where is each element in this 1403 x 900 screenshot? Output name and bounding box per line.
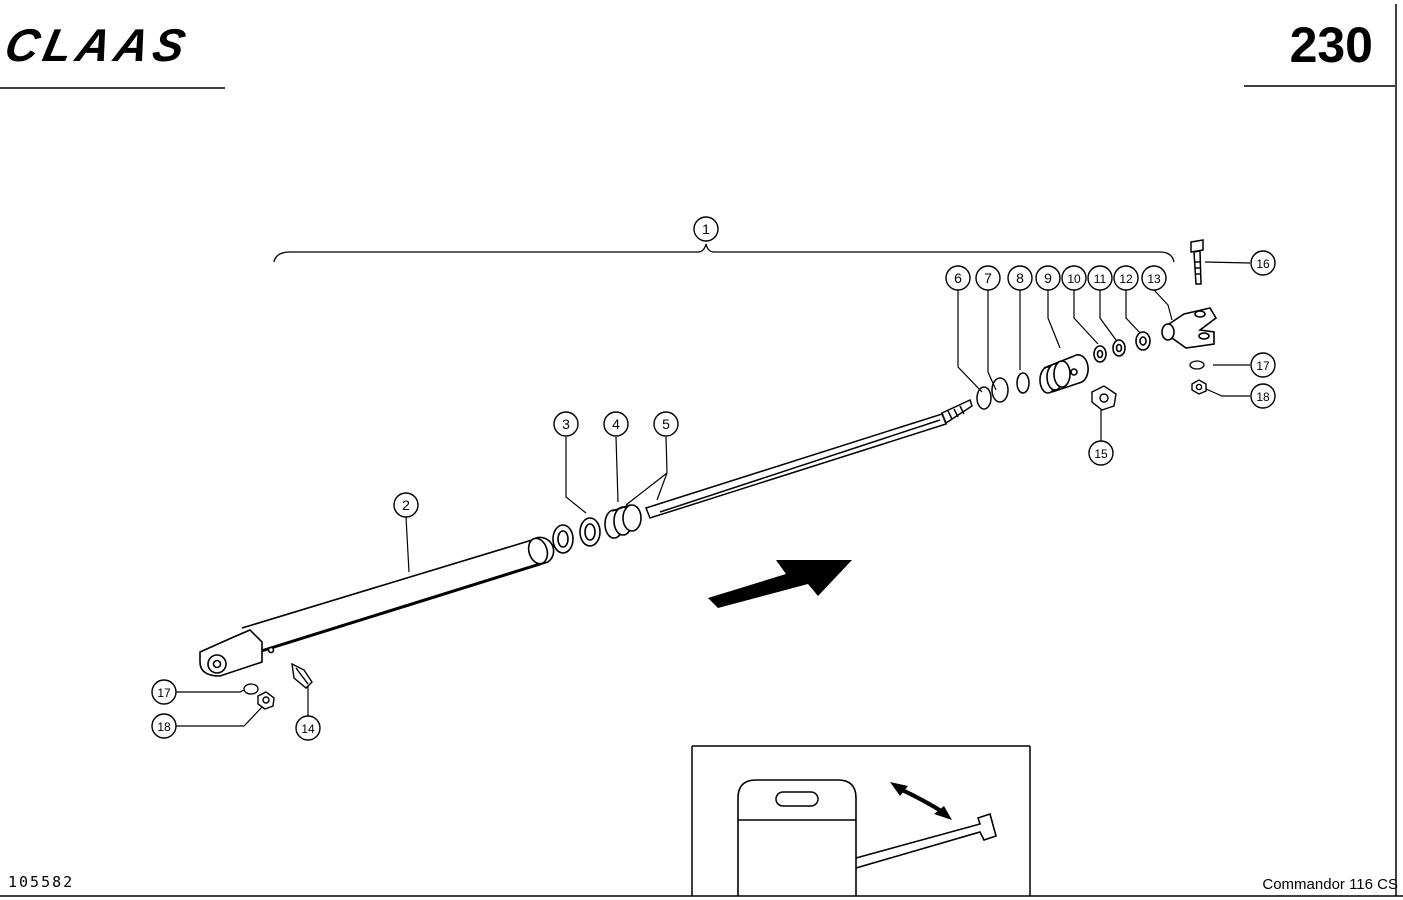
callout-2: 2: [393, 492, 419, 518]
document-number: 105582: [8, 873, 75, 891]
callout-13-label: 13: [1147, 272, 1161, 286]
callout-3: 3: [553, 411, 579, 437]
callout-4: 4: [603, 411, 629, 437]
model-name: Commandor 116 CS: [1262, 876, 1398, 893]
callout-6: 6: [945, 265, 971, 291]
nut-18-left: [257, 691, 275, 710]
callout-1-label: 1: [702, 221, 710, 237]
callout-8: 8: [1007, 265, 1033, 291]
page-number: 230: [1289, 17, 1373, 73]
washer-17-left: [243, 683, 259, 695]
callout-14: 14: [295, 715, 321, 741]
washer-17-right: [1189, 360, 1205, 370]
callout-4-label: 4: [612, 416, 620, 432]
callout-9-label: 9: [1044, 270, 1052, 286]
callout-16: 16: [1250, 250, 1276, 276]
callout-10-label: 10: [1067, 272, 1081, 286]
grease-fitting-14: [291, 662, 313, 689]
callout-13: 13: [1141, 265, 1167, 291]
callout-17-left: 17: [151, 679, 177, 705]
callout-18-right: 18: [1250, 383, 1276, 409]
leader-lines: [176, 261, 1251, 727]
piston-rod-5: [645, 398, 973, 519]
callout-12-label: 12: [1119, 272, 1133, 286]
clevis-13: [1161, 307, 1218, 349]
callout-1: 1: [693, 216, 719, 242]
fitting-15: [1091, 385, 1117, 411]
callout-3-label: 3: [562, 416, 570, 432]
seal-rings-3: [552, 517, 601, 554]
nut-18-right: [1191, 379, 1207, 395]
bolt-16: [1190, 239, 1204, 285]
callout-11: 11: [1087, 265, 1113, 291]
cylinder-barrel: [199, 536, 555, 677]
piston-4: [604, 504, 642, 539]
callout-14-label: 14: [301, 722, 315, 736]
callout-10: 10: [1061, 265, 1087, 291]
callout-17-right: 17: [1250, 352, 1276, 378]
callout-16-label: 16: [1256, 257, 1270, 271]
o-rings-6-7-8: [976, 372, 1030, 410]
callout-9: 9: [1035, 265, 1061, 291]
callout-18-left-label: 18: [157, 720, 171, 734]
callout-7: 7: [975, 265, 1001, 291]
callout-5: 5: [653, 411, 679, 437]
parts-10-11-12: [1093, 331, 1151, 363]
cylinder-head-9: [1039, 354, 1089, 394]
direction-arrow: [708, 560, 852, 608]
callout-12: 12: [1113, 265, 1139, 291]
assembly-bracket: [273, 243, 1175, 263]
callout-15-label: 15: [1094, 447, 1108, 461]
callout-5-label: 5: [662, 416, 670, 432]
callout-7-label: 7: [984, 270, 992, 286]
callout-2-label: 2: [402, 497, 410, 513]
callout-18-right-label: 18: [1256, 390, 1270, 404]
callout-6-label: 6: [954, 270, 962, 286]
callout-17-right-label: 17: [1256, 359, 1270, 373]
callout-18-left: 18: [151, 713, 177, 739]
callout-11-label: 11: [1094, 272, 1107, 286]
sheet-frame: [0, 4, 1403, 897]
callout-8-label: 8: [1016, 270, 1024, 286]
inset-lever-illustration: [691, 745, 1031, 896]
callout-15: 15: [1088, 440, 1114, 466]
callout-17-left-label: 17: [157, 686, 171, 700]
